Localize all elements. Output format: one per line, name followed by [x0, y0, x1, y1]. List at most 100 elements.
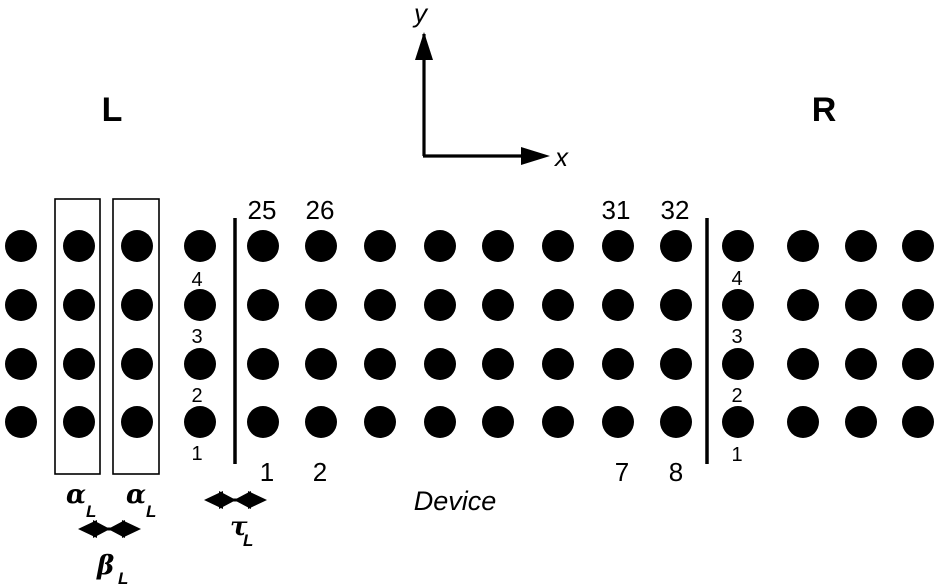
left-lead-site-c1-r4	[5, 230, 37, 262]
device-site-c7-r1	[364, 406, 396, 438]
alpha-subscript-2: L	[146, 502, 156, 521]
tau-label: τ L	[230, 512, 253, 550]
device-site-c7-r2	[364, 348, 396, 380]
device-site-c10-r1	[542, 406, 574, 438]
site-number-32: 32	[661, 195, 690, 225]
right-row-number-3: 3	[731, 326, 742, 348]
left-lead-site-c2-r3	[63, 289, 95, 321]
device-site-c10-r4	[542, 230, 574, 262]
device-site-c11-r1	[602, 406, 634, 438]
left-lead-site-c2-r4	[63, 230, 95, 262]
device-site-c6-r2	[305, 348, 337, 380]
site-number-8: 8	[669, 457, 683, 487]
x-axis-arrowhead	[521, 147, 550, 165]
device-site-c10-r2	[542, 348, 574, 380]
site-number-31: 31	[602, 195, 631, 225]
device-site-c11-r2	[602, 348, 634, 380]
device-site-c9-r4	[482, 230, 514, 262]
beta-subscript: L	[118, 569, 128, 588]
alpha-symbol-1: α	[66, 480, 86, 510]
coordinate-axes: y x	[412, 0, 569, 172]
site-number-7: 7	[615, 457, 629, 487]
device-site-c6-r4	[305, 230, 337, 262]
right-lead-site-c13-r1	[722, 406, 754, 438]
left-lead-site-c1-r1	[5, 406, 37, 438]
device-site-c5-r1	[247, 406, 279, 438]
alpha-symbol-2: α	[126, 480, 146, 510]
device-site-c8-r2	[424, 348, 456, 380]
left-lead-site-c4-r4	[184, 230, 216, 262]
right-lead-site-c16-r3	[902, 289, 934, 321]
left-lead-site-c3-r1	[121, 406, 153, 438]
left-lead-site-c3-r3	[121, 289, 153, 321]
y-axis-arrowhead	[415, 32, 433, 60]
alpha-label-2: α L	[126, 480, 156, 521]
left-row-number-4: 4	[191, 269, 202, 291]
site-number-26: 26	[306, 195, 335, 225]
right-lead-site-c13-r4	[722, 230, 754, 262]
right-lead-site-c13-r2	[722, 348, 754, 380]
device-site-c9-r3	[482, 289, 514, 321]
device-site-c12-r4	[660, 230, 692, 262]
right-lead-site-c15-r4	[845, 230, 877, 262]
device-site-c8-r4	[424, 230, 456, 262]
tau-subscript: L	[243, 531, 253, 550]
device-site-c12-r1	[660, 406, 692, 438]
device-site-c12-r3	[660, 289, 692, 321]
device-site-c6-r3	[305, 289, 337, 321]
right-row-number-2: 2	[731, 385, 742, 407]
right-lead-site-c16-r2	[902, 348, 934, 380]
device-site-c7-r4	[364, 230, 396, 262]
site-number-1: 1	[260, 457, 274, 487]
device-site-c8-r3	[424, 289, 456, 321]
left-lead-site-c4-r3	[184, 289, 216, 321]
right-row-number-1: 1	[731, 444, 742, 466]
device-site-c9-r1	[482, 406, 514, 438]
device-site-c9-r2	[482, 348, 514, 380]
right-lead-site-c15-r1	[845, 406, 877, 438]
left-lead-label: L	[102, 91, 123, 129]
beta-label: β L	[96, 551, 128, 588]
left-row-number-2: 2	[191, 385, 202, 407]
left-lead-site-c3-r4	[121, 230, 153, 262]
device-site-c5-r3	[247, 289, 279, 321]
device-site-c11-r3	[602, 289, 634, 321]
tau-double-arrow	[204, 491, 267, 509]
device-site-c10-r3	[542, 289, 574, 321]
site-number-25: 25	[248, 195, 277, 225]
left-lead-site-c3-r2	[121, 348, 153, 380]
tau-symbol: τ	[230, 512, 248, 542]
device-site-c11-r4	[602, 230, 634, 262]
left-lead-site-c4-r2	[184, 348, 216, 380]
left-lead-site-c2-r1	[63, 406, 95, 438]
device-site-c8-r1	[424, 406, 456, 438]
right-lead-site-c14-r2	[787, 348, 819, 380]
x-axis-label: x	[553, 142, 569, 172]
right-lead-label: R	[812, 91, 837, 129]
right-row-number-4: 4	[731, 268, 742, 290]
left-lead-site-c1-r2	[5, 348, 37, 380]
left-row-number-1: 1	[191, 443, 202, 465]
y-axis-label: y	[412, 0, 429, 28]
left-lead-site-c2-r2	[63, 348, 95, 380]
device-site-c5-r4	[247, 230, 279, 262]
right-lead-site-c16-r4	[902, 230, 934, 262]
device-site-c12-r2	[660, 348, 692, 380]
beta-symbol: β	[96, 551, 114, 581]
right-lead-site-c15-r3	[845, 289, 877, 321]
device-site-c6-r1	[305, 406, 337, 438]
beta-double-arrow	[78, 520, 141, 538]
device-site-c7-r3	[364, 289, 396, 321]
left-row-number-3: 3	[191, 326, 202, 348]
left-lead-site-c1-r3	[5, 289, 37, 321]
right-lead-site-c13-r3	[722, 289, 754, 321]
right-lead-site-c16-r1	[902, 406, 934, 438]
lattice-sites	[5, 230, 934, 438]
alpha-subscript-1: L	[86, 502, 96, 521]
left-lead-site-c4-r1	[184, 406, 216, 438]
device-site-c5-r2	[247, 348, 279, 380]
right-lead-site-c14-r3	[787, 289, 819, 321]
alpha-cell-box-1	[54, 198, 101, 475]
site-number-2: 2	[313, 457, 327, 487]
right-lead-site-c15-r2	[845, 348, 877, 380]
